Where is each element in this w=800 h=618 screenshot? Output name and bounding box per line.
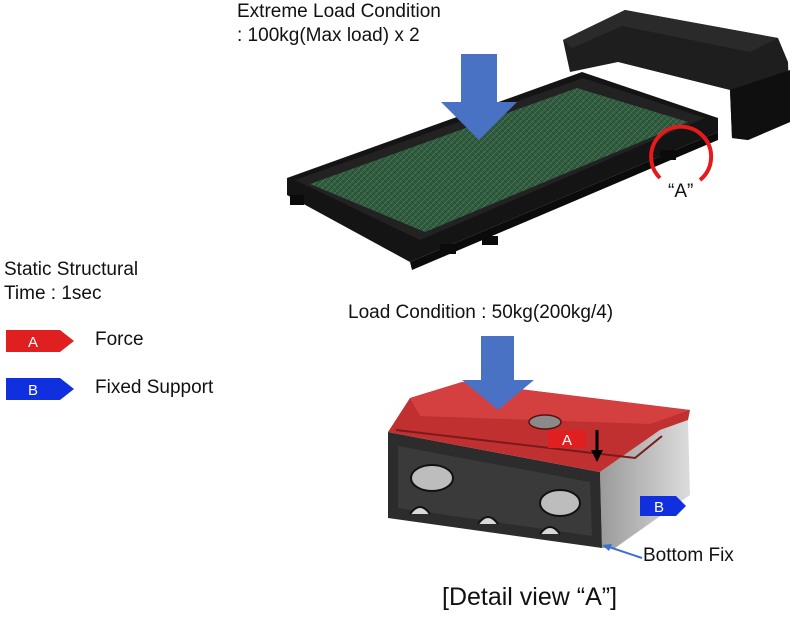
extreme-load-value: : 100kg(Max load) x 2 bbox=[237, 25, 420, 46]
detail-load-label: Load Condition : 50kg(200kg/4) bbox=[348, 302, 614, 323]
detail-block-model bbox=[388, 382, 690, 548]
fixed-support-tag-b-letter: B bbox=[654, 499, 664, 516]
force-tag-a-letter: A bbox=[562, 432, 572, 449]
treadmill-model bbox=[287, 10, 790, 270]
detail-marker-circle bbox=[649, 124, 714, 182]
force-direction-arrow bbox=[591, 430, 603, 462]
analysis-settings: Static Structural Time : 1sec bbox=[4, 258, 138, 306]
legend-tag-a-letter: A bbox=[28, 334, 38, 351]
legend-tag-b-letter: B bbox=[28, 382, 38, 399]
detail-view-caption: [Detail view “A”] bbox=[442, 583, 618, 611]
detail-load-arrow bbox=[462, 336, 534, 410]
extreme-load-arrow bbox=[441, 54, 517, 140]
extreme-load-title: Extreme Load Condition bbox=[237, 1, 441, 22]
force-tag-a: A bbox=[548, 430, 586, 449]
fixed-support-tag-b: B bbox=[640, 496, 686, 516]
legend-fixed-support-label: Fixed Support bbox=[95, 377, 214, 398]
legend-force-label: Force bbox=[95, 329, 144, 350]
extreme-load-label: Extreme Load Condition : 100kg(Max load)… bbox=[237, 0, 441, 48]
analysis-type: Static Structural bbox=[4, 259, 139, 280]
detail-marker-label: “A” bbox=[668, 181, 694, 202]
legend-tag-b: B bbox=[6, 378, 74, 400]
bottom-fix-pointer bbox=[602, 544, 643, 559]
legend-tag-a: A bbox=[6, 330, 74, 352]
analysis-time: Time : 1sec bbox=[4, 283, 102, 304]
bottom-fix-label: Bottom Fix bbox=[643, 545, 734, 566]
belt-mesh bbox=[310, 88, 688, 232]
